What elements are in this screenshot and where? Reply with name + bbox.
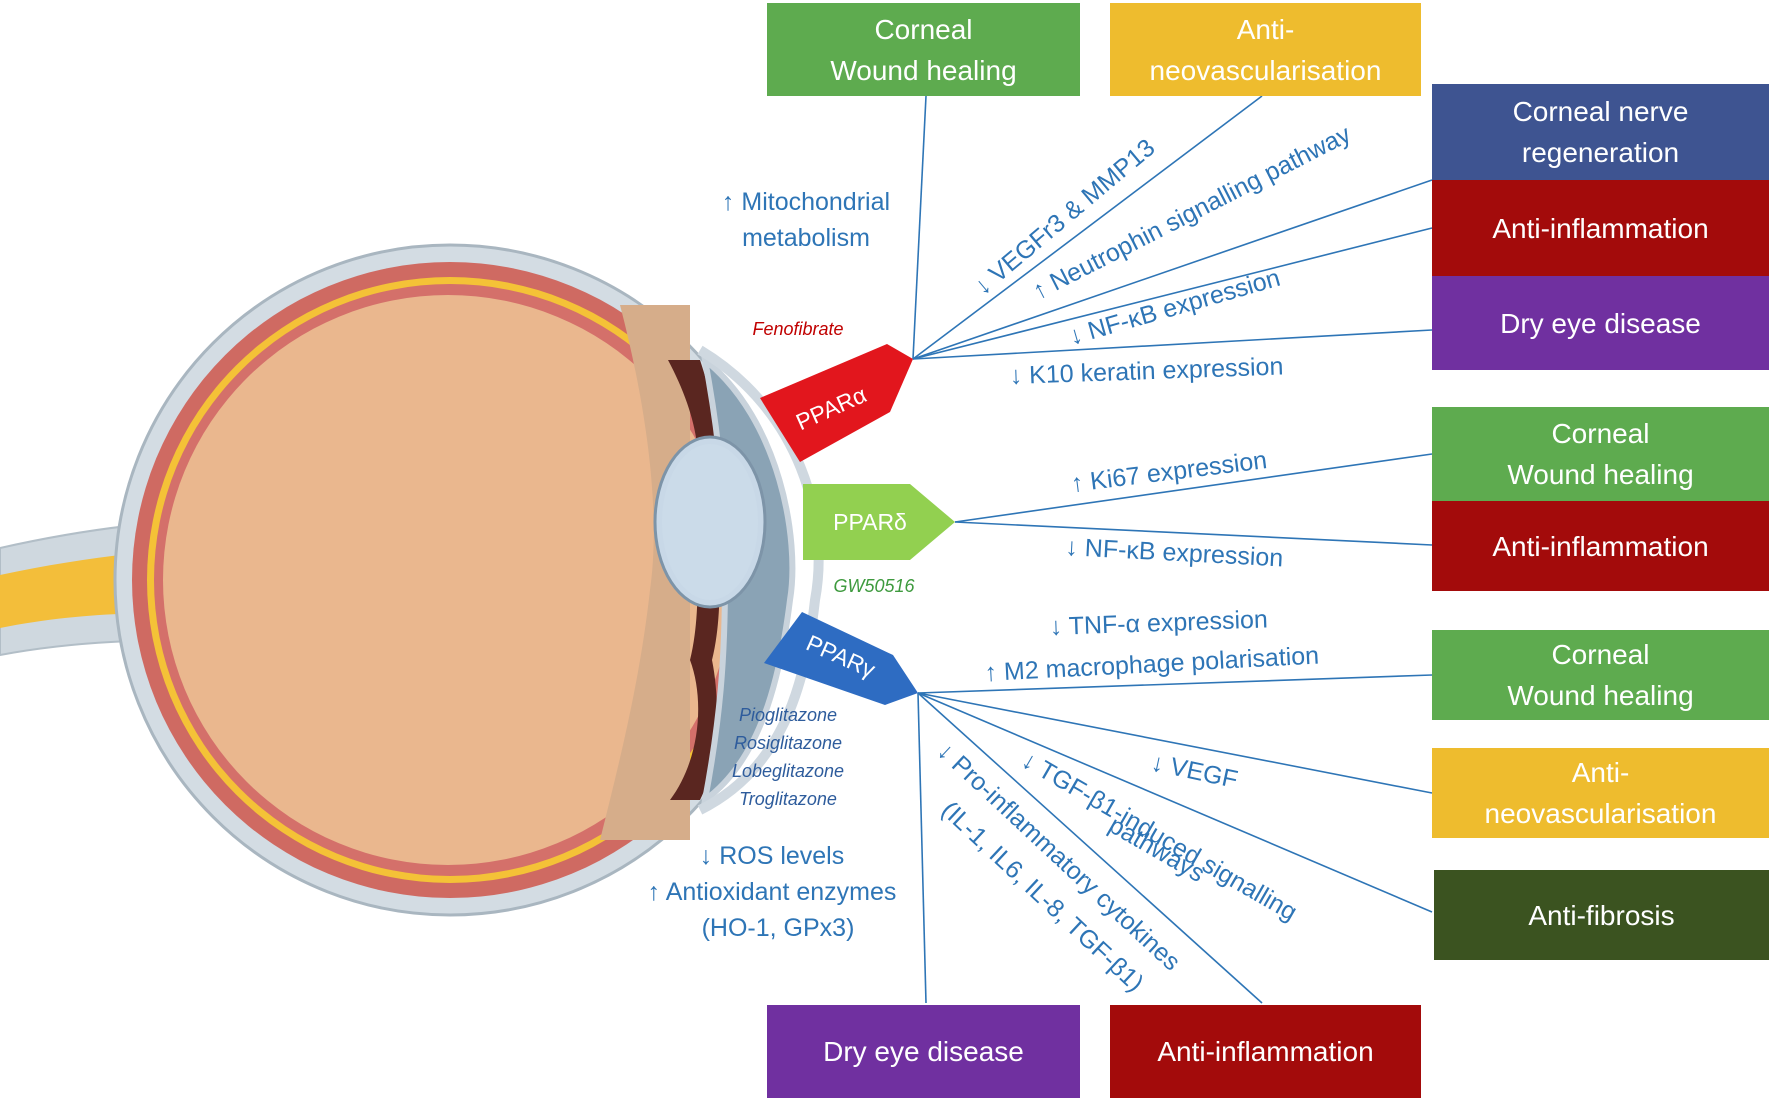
mech-k10: ↓ K10 keratin expression xyxy=(1009,352,1284,390)
outcome-anti-inflammation-2: Anti-inflammation xyxy=(1432,501,1769,591)
outcome-anti-inflammation-1: Anti-inflammation xyxy=(1432,180,1769,276)
outcome-anti-neovascularisation-2: Anti- neovascularisation xyxy=(1432,748,1769,838)
eye-illustration xyxy=(0,243,824,917)
drug-troglitazone: Troglitazone xyxy=(739,789,837,809)
outcome-corneal-nerve-regeneration: Corneal nerve regeneration xyxy=(1432,84,1769,180)
mech-nfkb-delta: ↓ NF-κB expression xyxy=(1065,533,1284,572)
mech-mitochondrial-line1: ↑ Mitochondrial xyxy=(722,188,890,216)
outcome-corneal-wound-healing-2: Corneal Wound healing xyxy=(1432,407,1769,501)
outcome-anti-neovascularisation-top: Anti- neovascularisation xyxy=(1110,3,1421,96)
outcome-dry-eye-disease-1: Dry eye disease xyxy=(1432,276,1769,370)
mech-mitochondrial-line2: metabolism xyxy=(742,224,870,252)
drug-lobeglitazone: Lobeglitazone xyxy=(732,761,844,781)
outcome-anti-fibrosis: Anti-fibrosis xyxy=(1434,870,1769,960)
mech-tnf: ↓ TNF-α expression xyxy=(1049,605,1268,641)
outcome-corneal-wound-healing-3: Corneal Wound healing xyxy=(1432,630,1769,720)
outcome-corneal-wound-healing-top: Corneal Wound healing xyxy=(767,3,1080,96)
outcome-dry-eye-disease-2: Dry eye disease xyxy=(767,1005,1080,1098)
outcome-anti-inflammation-3: Anti-inflammation xyxy=(1110,1005,1421,1098)
mech-antioxidant-line1: ↑ Antioxidant enzymes xyxy=(648,878,897,906)
ppar-delta-tag: PPARδ xyxy=(803,484,955,560)
ppar-alpha-tag: PPARα xyxy=(760,344,913,462)
drug-fenofibrate: Fenofibrate xyxy=(752,319,843,339)
mech-ki67: ↑ Ki67 expression xyxy=(1069,446,1268,498)
drug-gw50516: GW50516 xyxy=(833,576,915,596)
mech-ros: ↓ ROS levels xyxy=(700,842,844,870)
mech-antioxidant-line2: (HO-1, GPx3) xyxy=(702,914,855,942)
drug-pioglitazone: Pioglitazone xyxy=(739,705,837,725)
drug-rosiglitazone: Rosiglitazone xyxy=(734,733,842,753)
mech-vegf: ↓ VEGF xyxy=(1149,748,1240,794)
connector-lines xyxy=(912,95,1433,1004)
mech-nfkb-alpha: ↓ NF-κB expression xyxy=(1066,264,1283,351)
ppar-delta-label: PPARδ xyxy=(833,509,907,535)
